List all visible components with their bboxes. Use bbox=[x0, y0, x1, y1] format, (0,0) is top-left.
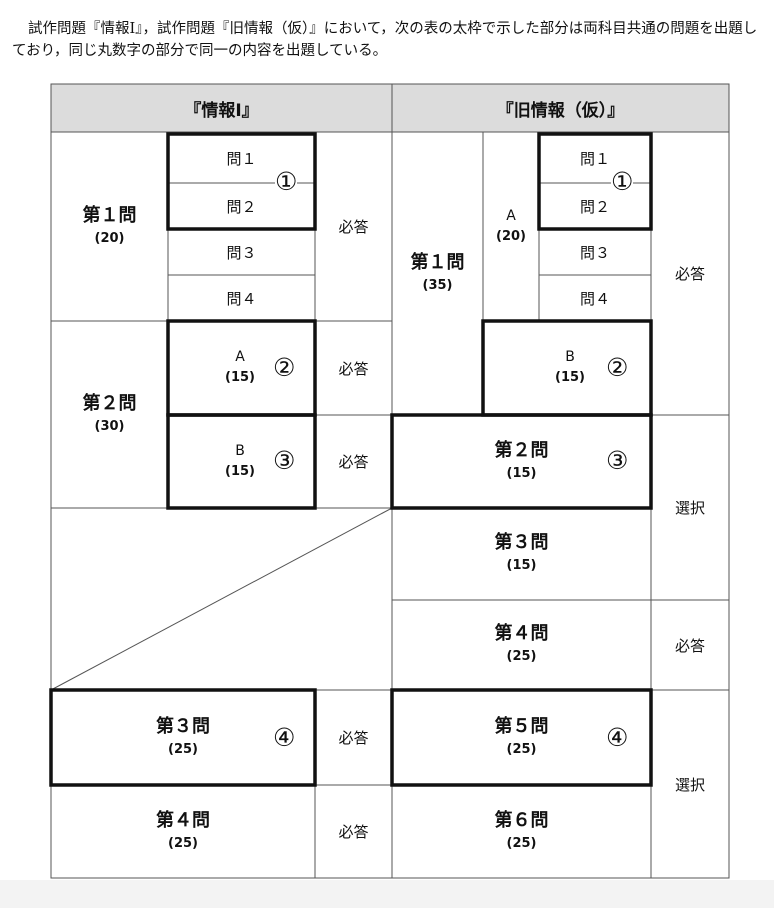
right-q5-label: 第５問 bbox=[494, 715, 549, 737]
right-q2-q3-status-text: 選択 bbox=[674, 499, 705, 517]
right-q6-points: (25) bbox=[506, 835, 537, 851]
right-marker-4: ④ bbox=[606, 723, 629, 752]
right-q1-b-points: (15) bbox=[555, 370, 585, 385]
footer-band bbox=[0, 880, 774, 908]
left-q1-item-1-text: 問１ bbox=[226, 150, 257, 168]
left-header: 『情報Ⅰ』 bbox=[51, 84, 392, 132]
left-q2-a-points: (15) bbox=[225, 370, 255, 385]
right-q2-q3-status: 選択 bbox=[651, 415, 729, 600]
right-q2-cell: 第２問 (15) bbox=[392, 415, 651, 508]
left-q2-b: B (15) bbox=[200, 415, 280, 508]
right-q1-item-1: 問１ bbox=[539, 134, 651, 183]
right-q1-item-4-text: 問４ bbox=[579, 289, 610, 308]
right-q4-label: 第４問 bbox=[494, 623, 549, 644]
left-q3-cell: 第３問 (25) bbox=[51, 690, 315, 785]
right-q3-points: (15) bbox=[506, 558, 537, 573]
header-background bbox=[51, 84, 729, 132]
intro-text: 試作問題『情報Ⅰ』，試作問題『旧情報（仮）』において，次の表の太枠で示した部分は… bbox=[12, 21, 758, 59]
right-q4-cell: 第４問 (25) bbox=[392, 600, 651, 690]
right-q6-label: 第６問 bbox=[494, 809, 549, 831]
left-q3-status-text: 必答 bbox=[338, 729, 369, 747]
right-q1-status-text: 必答 bbox=[674, 265, 705, 283]
right-q2-points: (15) bbox=[506, 465, 537, 481]
right-q1-item-3-text: 問３ bbox=[579, 243, 610, 262]
left-q2-b-status-text: 必答 bbox=[338, 453, 369, 471]
left-q2-a: A (15) bbox=[200, 321, 280, 415]
left-q2-a-status-text: 必答 bbox=[338, 359, 369, 378]
right-marker-3: ③ bbox=[606, 446, 629, 475]
right-q4-status: 必答 bbox=[651, 600, 729, 690]
right-q5-q6-status: 選択 bbox=[651, 690, 729, 878]
right-q1-item-2-text: 問２ bbox=[579, 197, 610, 216]
left-q2-a-label: A bbox=[235, 349, 245, 365]
right-q2-label: 第２問 bbox=[494, 439, 549, 461]
left-q3-status: 必答 bbox=[315, 690, 392, 785]
left-q1-item-3-text: 問３ bbox=[226, 243, 257, 262]
left-q2-b-label: B bbox=[235, 442, 245, 459]
right-q1-a-points: (20) bbox=[496, 228, 526, 244]
right-q1-item-2: 問２ bbox=[539, 183, 651, 229]
thick-frames bbox=[49, 132, 653, 787]
left-marker-3: ③ bbox=[273, 446, 296, 475]
right-q1-status: 必答 bbox=[651, 132, 729, 415]
left-q2-b-points: (15) bbox=[225, 463, 255, 479]
left-q1-item-3: 問３ bbox=[168, 229, 315, 275]
left-q2-points: (30) bbox=[94, 418, 125, 434]
left-q1-status: 必答 bbox=[315, 132, 392, 321]
left-q4-status-text: 必答 bbox=[338, 823, 369, 841]
right-q1-item-4: 問４ bbox=[539, 275, 651, 321]
left-q1-label: 第１問 bbox=[82, 204, 137, 226]
left-q1-item-1: 問１ bbox=[168, 134, 315, 183]
right-header: 『旧情報（仮）』 bbox=[392, 84, 729, 132]
left-q1-item-4-text: 問４ bbox=[226, 289, 257, 308]
right-q1-item-3: 問３ bbox=[539, 229, 651, 275]
right-q5-points: (25) bbox=[506, 741, 537, 757]
right-q4-points: (25) bbox=[506, 649, 537, 664]
right-q3-cell: 第３問 (15) bbox=[392, 508, 651, 600]
left-q2-cell: 第２問 (30) bbox=[51, 321, 168, 508]
right-q1-cell: 第１問 (35) bbox=[392, 132, 483, 415]
left-q2-a-status: 必答 bbox=[315, 321, 392, 415]
right-marker-1: ① bbox=[611, 167, 634, 196]
left-q1-cell: 第１問 (20) bbox=[51, 132, 168, 321]
left-q2-label: 第２問 bbox=[82, 392, 137, 414]
right-q5-cell: 第５問 (25) bbox=[392, 690, 651, 785]
left-q1-item-2: 問２ bbox=[168, 183, 315, 229]
left-q4-label: 第４問 bbox=[156, 809, 210, 831]
left-q4-points: (25) bbox=[168, 835, 198, 851]
right-q3-label: 第３問 bbox=[494, 532, 549, 553]
left-q2-b-status: 必答 bbox=[315, 415, 392, 508]
right-q1-b-label: B bbox=[565, 349, 575, 365]
left-marker-4: ④ bbox=[273, 723, 296, 752]
left-q3-points: (25) bbox=[168, 741, 198, 757]
left-q4-status: 必答 bbox=[315, 785, 392, 878]
left-marker-2: ② bbox=[273, 353, 296, 382]
left-q1-item-4: 問４ bbox=[168, 275, 315, 321]
left-header-text: 『情報Ⅰ』 bbox=[184, 100, 259, 121]
left-q1-item-2-text: 問２ bbox=[226, 197, 257, 216]
left-marker-1: ① bbox=[275, 167, 298, 196]
right-q1-item-1-text: 問１ bbox=[579, 150, 610, 168]
right-q1-b: B (15) bbox=[530, 321, 610, 415]
left-q1-points: (20) bbox=[94, 230, 125, 246]
right-q5-q6-status-text: 選択 bbox=[674, 775, 705, 794]
right-q4-status-text: 必答 bbox=[674, 636, 705, 655]
left-q4-cell: 第４問 (25) bbox=[51, 785, 315, 878]
right-q1-label: 第１問 bbox=[410, 251, 465, 273]
right-q6-cell: 第６問 (25) bbox=[392, 785, 651, 878]
right-q1-a-label: A bbox=[506, 207, 516, 224]
right-marker-2: ② bbox=[606, 353, 629, 382]
right-header-text: 『旧情報（仮）』 bbox=[496, 100, 625, 121]
right-q1-points: (35) bbox=[422, 277, 453, 293]
left-q1-status-text: 必答 bbox=[338, 218, 369, 236]
right-q1-a: A (20) bbox=[483, 132, 539, 321]
left-q3-label: 第３問 bbox=[156, 715, 210, 737]
